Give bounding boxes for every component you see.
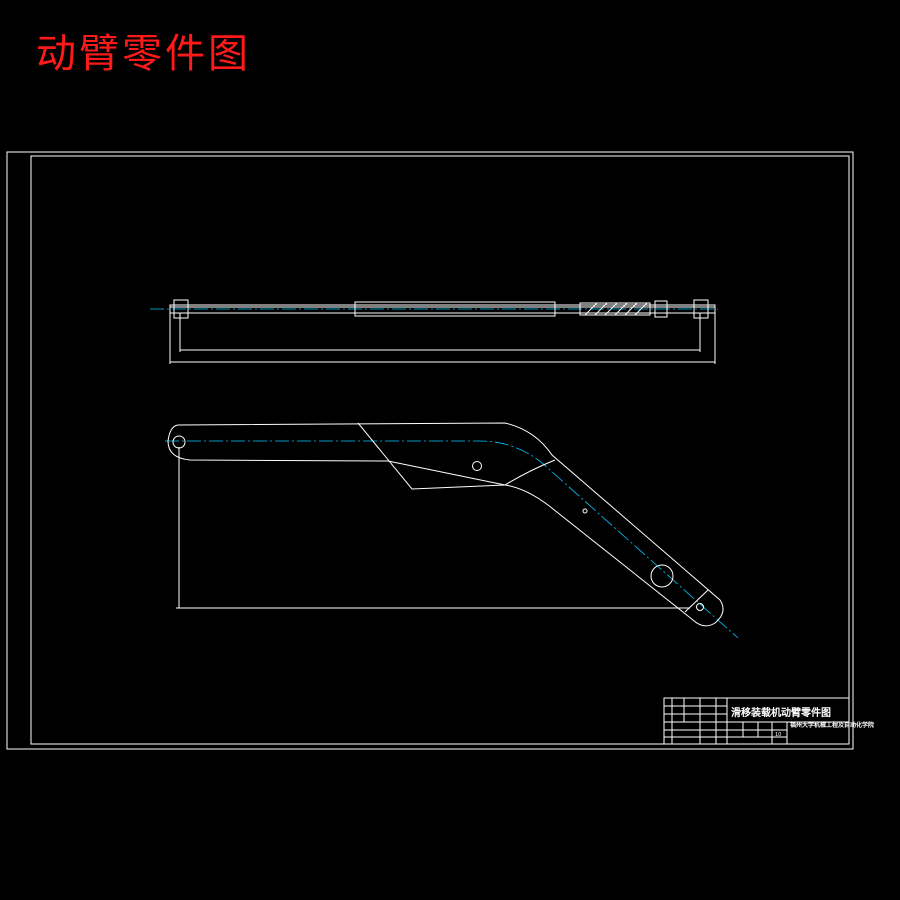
reinforcement-plate: [354, 301, 556, 317]
middle-pin-boss: [654, 300, 668, 318]
title-block-frame: [663, 697, 850, 745]
arm-centerline: [165, 440, 739, 639]
top-view: [150, 299, 718, 364]
small-pin-hole: [582, 508, 588, 514]
inner-drawing-frame: [30, 155, 850, 745]
outer-sheet-border: [6, 151, 854, 750]
web-plate-edge: [357, 422, 506, 490]
title-block-grid: [664, 698, 849, 744]
sheet-number: 10: [775, 732, 781, 738]
organization-name: 福州大学机械工程及自动化学院: [789, 721, 874, 729]
left-pin-boss: [173, 299, 189, 319]
title-block: 滑移装载机动臂零件图 福州大学机械工程及自动化学院 10: [663, 697, 874, 745]
web-plate-edge-right: [504, 459, 556, 486]
right-pin-boss: [693, 299, 709, 319]
front-view: [165, 422, 739, 639]
arm-plate-outline: [169, 304, 716, 314]
arm-outline: [167, 422, 724, 627]
part-title: 滑移装载机动臂零件图: [731, 706, 831, 719]
cylinder-pin-hole: [650, 564, 674, 588]
left-pin-hole: [172, 435, 186, 449]
bucket-pin-hole: [696, 603, 704, 611]
sleeve-hatching: [584, 302, 648, 316]
drawing-heading: 动臂零件图: [36, 31, 251, 77]
middle-lug-hole: [472, 461, 482, 471]
